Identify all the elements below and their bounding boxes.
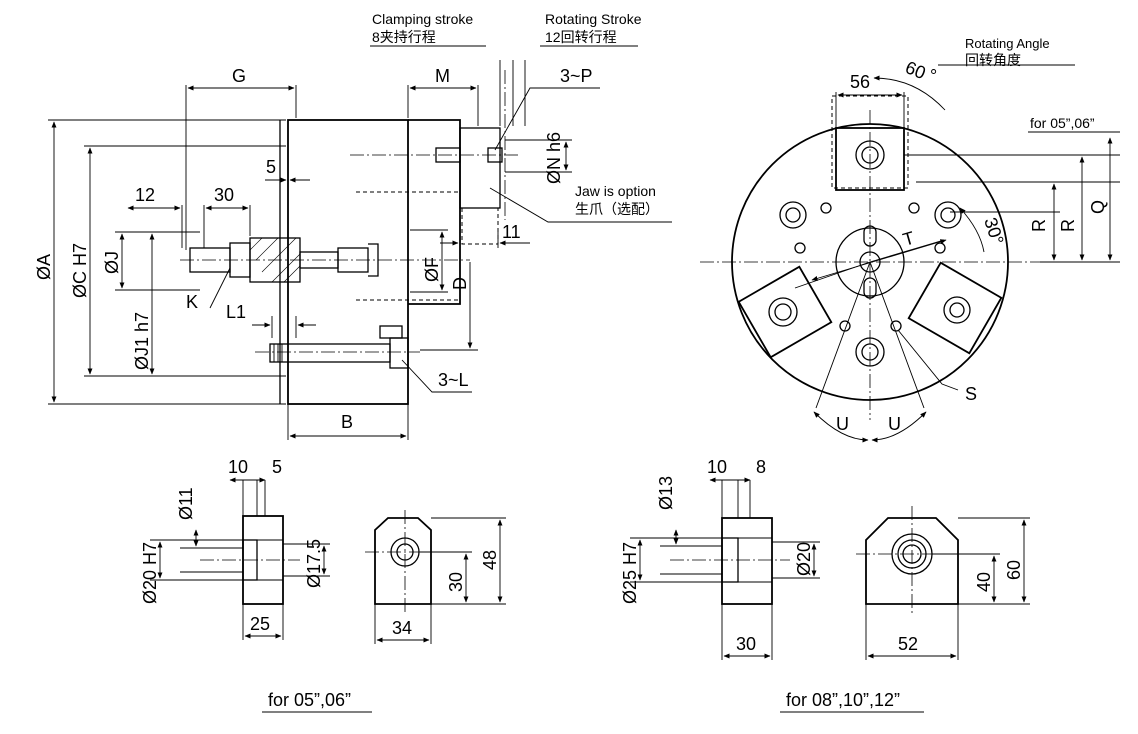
dimension-label-jaw-large-d60: 60	[1004, 560, 1024, 580]
dimension-label-side-view-k: K	[186, 292, 198, 312]
dimension-label-top-labels-rotating-cn: 12回转行程	[545, 29, 617, 45]
dimension-label-side-view-f: ØF	[422, 257, 442, 282]
dimension-label-side-view-nh6: ØN h6	[544, 132, 564, 184]
dimension-label-jaw-large-d10: 10	[707, 457, 727, 477]
dimension-label-front-view-r1: R	[1029, 219, 1049, 232]
jaw-detail-large: 10 8 Ø13 Ø25 H7 Ø20 30 52 40 60 fo	[620, 457, 1030, 713]
dimension-label-jaw-small-d25: 25	[250, 614, 270, 634]
dimension-label-jaw-small-d30: 30	[446, 572, 466, 592]
dimension-label-jaw-small-d48: 48	[480, 550, 500, 570]
jaw-detail-small: 10 5 Ø11 Ø20 H7 Ø17.5 25 34 30 48 for 0	[140, 457, 506, 713]
dimension-label-jaw-large-d13: Ø13	[656, 476, 676, 510]
dimension-label-side-view-j1: ØJ1 h7	[132, 312, 152, 370]
dimension-label-side-view-d: D	[450, 277, 470, 290]
dimension-label-jaw-large-d20: Ø20	[794, 542, 814, 576]
dimension-label-top-labels-jaw-en: Jaw is option	[575, 183, 656, 199]
dimension-label-jaw-small-caption: for 05”,06”	[268, 690, 351, 710]
dimension-label-front-view-u1: U	[836, 414, 849, 434]
dimension-label-top-labels-clamping-cn: 8夹持行程	[372, 29, 436, 45]
front-view: 56 60 ° Rotating Angle 回转角度 30° R R Q fo…	[700, 36, 1120, 443]
dimension-label-side-view-p: 3~P	[560, 66, 593, 86]
dimension-label-side-view-j: ØJ	[102, 251, 122, 274]
dimension-label-side-view-eleven: 11	[502, 222, 521, 242]
dimension-label-jaw-large-d40: 40	[974, 572, 994, 592]
dimension-label-front-view-d56: 56	[850, 72, 870, 92]
dimension-label-jaw-large-d30: 30	[736, 634, 756, 654]
dimension-label-top-labels-clamping-en: Clamping stroke	[372, 11, 473, 27]
dimension-label-front-view-u2: U	[888, 414, 901, 434]
dimension-label-jaw-large-d52: 52	[898, 634, 918, 654]
dimension-label-jaw-small-d34: 34	[392, 618, 412, 638]
dimension-label-side-view-l: 3~L	[438, 370, 469, 390]
dimension-label-jaw-small-d10: 10	[228, 457, 248, 477]
dimension-label-side-view-g: G	[232, 66, 246, 86]
dimension-label-front-view-deg: °	[930, 66, 937, 86]
dimension-label-front-view-d30: 30°	[980, 215, 1007, 247]
dimension-label-side-view-thirty: 30	[214, 185, 234, 205]
dimension-label-jaw-small-d5: 5	[272, 457, 282, 477]
dimension-label-top-labels-rotating-en: Rotating Stroke	[545, 11, 642, 27]
dimension-label-jaw-large-d8: 8	[756, 457, 766, 477]
dimension-label-jaw-small-d11: Ø11	[176, 487, 196, 520]
dimension-label-side-view-twelve: 12	[135, 185, 155, 205]
dimension-label-jaw-small-d20h7: Ø20 H7	[140, 542, 160, 604]
dimension-label-front-view-r2: R	[1058, 219, 1078, 232]
side-view: G M 3~P ØN h6 Jaw is option 生爪（选配） 5 12 …	[34, 60, 672, 440]
clamping-stroke-label: Clamping stroke 8夹持行程	[370, 11, 486, 47]
dimension-label-side-view-five: 5	[266, 157, 276, 177]
dimension-label-top-labels-rotating-angle-en: Rotating Angle	[965, 36, 1050, 51]
dimension-label-side-view-l1: L1	[226, 302, 246, 322]
dimension-label-jaw-large-d25h7: Ø25 H7	[620, 542, 640, 604]
dimension-label-side-view-c: ØC H7	[70, 243, 90, 298]
dimension-label-side-view-b: B	[341, 412, 353, 432]
dimension-label-side-view-m: M	[435, 66, 450, 86]
dimension-label-jaw-large-caption: for 08”,10”,12”	[786, 690, 900, 710]
dimension-label-front-view-for-small: for 05”,06”	[1030, 115, 1095, 131]
dimension-label-front-view-s: S	[965, 384, 977, 404]
dimension-label-top-labels-jaw-cn: 生爪（选配）	[575, 201, 659, 217]
rotating-stroke-label: Rotating Stroke 12回转行程	[540, 11, 642, 47]
dimension-label-front-view-d60: 60	[903, 57, 929, 83]
dimension-label-top-labels-rotating-angle-cn: 回转角度	[965, 52, 1021, 68]
dimension-label-front-view-t: T	[901, 228, 917, 250]
dimension-label-jaw-small-d17-5: Ø17.5	[304, 539, 324, 588]
dimension-label-side-view-a: ØA	[34, 254, 54, 280]
dimension-label-front-view-q: Q	[1088, 200, 1108, 214]
